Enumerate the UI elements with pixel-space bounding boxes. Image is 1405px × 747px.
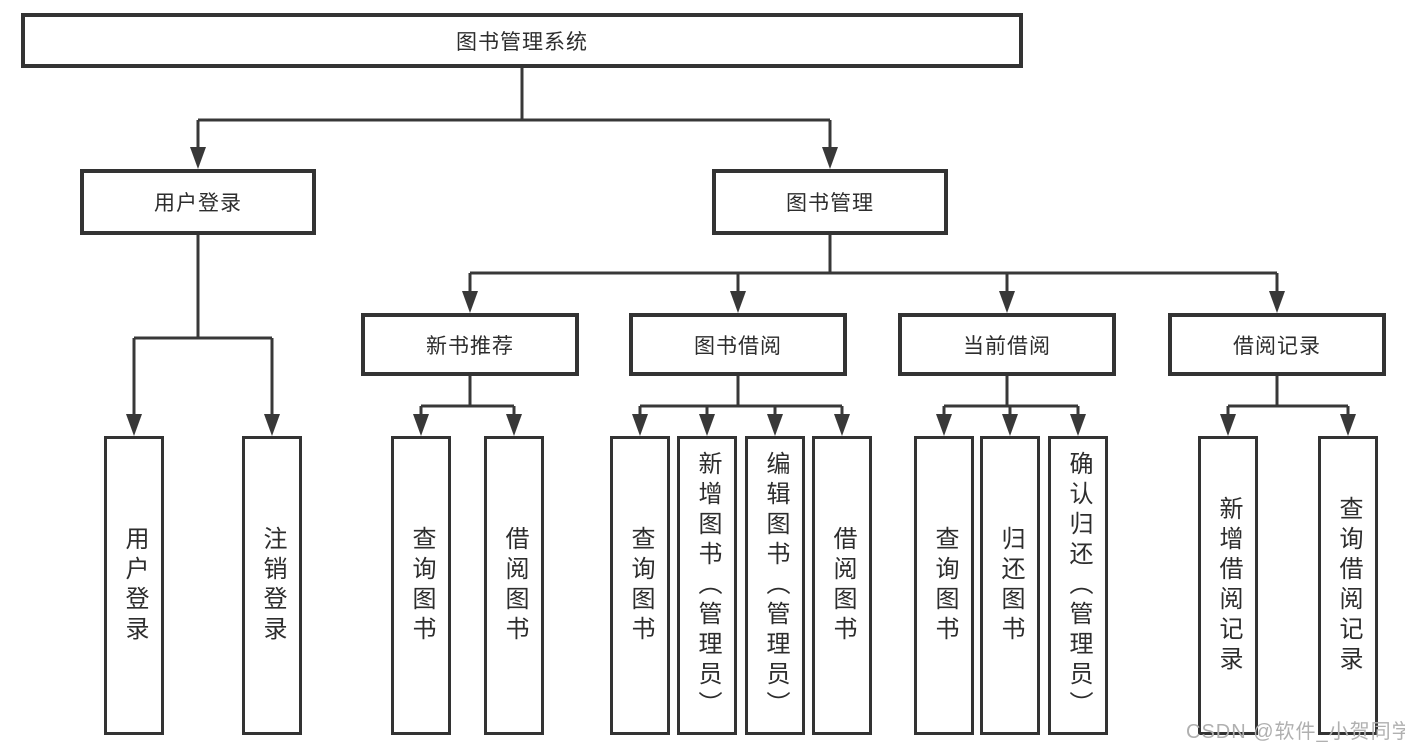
leaf-newbooks-query-books: 查询图书 (391, 436, 451, 735)
node-new-book-recommend: 新书推荐 (361, 313, 579, 376)
leaf-records-add-record: 新增借阅记录 (1198, 436, 1258, 735)
leaf-newbooks-borrow-books: 借阅图书 (484, 436, 544, 735)
node-borrow-records-label: 借阅记录 (1233, 334, 1321, 358)
node-book-borrow: 图书借阅 (629, 313, 847, 376)
node-user-login-branch: 用户登录 (80, 169, 316, 235)
leaf-borrow-add-books-admin-label: 新增图书（管理员） (694, 450, 721, 721)
leaf-current-query-books: 查询图书 (914, 436, 974, 735)
leaf-user-login-label: 用户登录 (121, 525, 148, 646)
node-current-borrow-label: 当前借阅 (963, 334, 1051, 358)
node-library-system-label: 图书管理系统 (456, 30, 588, 54)
leaf-borrow-edit-books-admin-label: 编辑图书（管理员） (762, 450, 789, 721)
csdn-watermark: CSDN @软件_小贺同学 (1186, 721, 1405, 743)
leaf-borrow-query-books: 查询图书 (610, 436, 670, 735)
leaf-logout-label: 注销登录 (259, 525, 286, 646)
arrowheads (126, 147, 1356, 436)
node-book-management-label: 图书管理 (786, 192, 874, 215)
leaf-current-return-books-label: 归还图书 (997, 525, 1024, 646)
leaf-current-confirm-return-admin: 确认归还（管理员） (1048, 436, 1108, 735)
leaf-user-login: 用户登录 (104, 436, 164, 735)
leaf-logout: 注销登录 (242, 436, 302, 735)
leaf-newbooks-borrow-books-label: 借阅图书 (501, 525, 528, 646)
node-new-book-recommend-label: 新书推荐 (426, 334, 514, 358)
leaf-records-add-record-label: 新增借阅记录 (1215, 495, 1242, 676)
node-user-login-branch-label: 用户登录 (154, 192, 242, 215)
leaf-borrow-borrow-books: 借阅图书 (812, 436, 872, 735)
leaf-borrow-edit-books-admin: 编辑图书（管理员） (745, 436, 805, 735)
node-book-borrow-label: 图书借阅 (694, 334, 782, 358)
leaf-borrow-borrow-books-label: 借阅图书 (829, 525, 856, 646)
leaf-newbooks-query-books-label: 查询图书 (408, 525, 435, 646)
leaf-borrow-add-books-admin: 新增图书（管理员） (677, 436, 737, 735)
leaf-current-return-books: 归还图书 (980, 436, 1040, 735)
node-borrow-records: 借阅记录 (1168, 313, 1386, 376)
node-book-management: 图书管理 (712, 169, 948, 235)
leaf-records-query-record-label: 查询借阅记录 (1335, 495, 1362, 676)
leaf-current-query-books-label: 查询图书 (931, 525, 958, 646)
node-current-borrow: 当前借阅 (898, 313, 1116, 376)
leaf-records-query-record: 查询借阅记录 (1318, 436, 1378, 735)
leaf-borrow-query-books-label: 查询图书 (627, 525, 654, 646)
node-library-system: 图书管理系统 (21, 13, 1023, 68)
leaf-current-confirm-return-admin-label: 确认归还（管理员） (1065, 450, 1092, 721)
